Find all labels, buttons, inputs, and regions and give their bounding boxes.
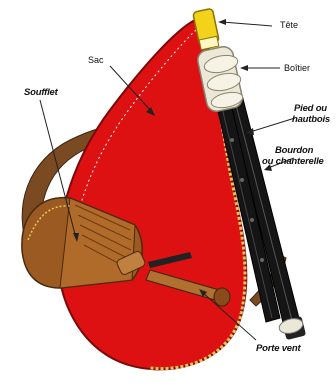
label-pied-line1: Pied ou	[294, 104, 327, 114]
label-sac: Sac	[88, 55, 104, 65]
label-tete: Tête	[280, 20, 298, 30]
label-bourdon-line2: ou chanterelle	[262, 157, 324, 167]
pointer-tete	[222, 22, 272, 26]
pointer-tete-arrow	[218, 19, 226, 25]
label-boitier: Boîtier	[284, 63, 310, 73]
label-soufflet: Soufflet	[24, 88, 58, 98]
pointer-boitier-arrow	[240, 65, 248, 71]
label-porte-vent: Porte vent	[256, 344, 300, 354]
label-bourdon-line1: Bourdon	[275, 146, 313, 156]
pointer-pied	[250, 118, 295, 132]
label-pied-line2: hautbois	[292, 115, 330, 125]
